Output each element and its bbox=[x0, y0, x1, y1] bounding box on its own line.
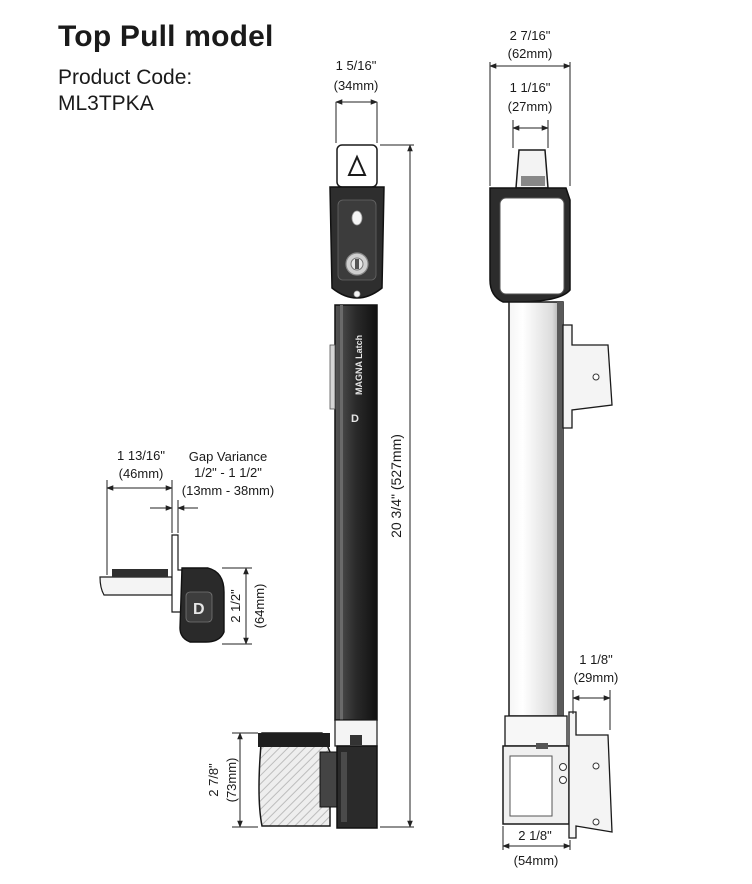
base-height-mm: (73mm) bbox=[224, 758, 239, 803]
side-knob-width-mm: (27mm) bbox=[508, 99, 553, 114]
detail-width-frac: 1 13/16" bbox=[117, 448, 165, 463]
side-base-width-mm: (54mm) bbox=[514, 853, 559, 868]
side-view bbox=[489, 149, 613, 839]
front-view: MAGNA Latch D bbox=[258, 144, 385, 829]
keyhole-icon bbox=[351, 210, 363, 226]
side-knob-width-frac: 1 1/16" bbox=[510, 80, 551, 95]
bracket-offset-frac: 1 1/8" bbox=[579, 652, 613, 667]
page-title: Top Pull model bbox=[58, 20, 274, 53]
gap-variance-frac: 1/2" - 1 1/2" bbox=[194, 465, 262, 480]
brand-label: MAGNA Latch bbox=[354, 335, 364, 395]
detail-height-mm: (64mm) bbox=[252, 584, 267, 629]
detail-logo-letter: D bbox=[193, 601, 205, 618]
overall-height-mm: (527mm) bbox=[388, 434, 404, 490]
front-top-cap bbox=[336, 144, 378, 188]
bracket-offset-mm: (29mm) bbox=[574, 670, 619, 685]
side-main-bar bbox=[508, 301, 564, 717]
side-base-width-frac: 2 1/8" bbox=[518, 828, 552, 843]
base-height-frac: 2 7/8" bbox=[206, 763, 221, 797]
side-top-width-frac: 2 7/16" bbox=[510, 28, 551, 43]
front-logo-letter: D bbox=[351, 413, 359, 425]
detail-view: D bbox=[99, 534, 225, 643]
side-top-bracket bbox=[562, 324, 613, 429]
detail-height-frac: 2 1/2" bbox=[228, 589, 243, 623]
dimension-lines bbox=[106, 62, 611, 850]
front-top-width-mm: (34mm) bbox=[334, 78, 379, 93]
side-bottom-bracket bbox=[568, 711, 613, 839]
detail-width-mm: (46mm) bbox=[119, 466, 164, 481]
triangle-icon bbox=[347, 154, 367, 176]
product-code-label: Product Code: bbox=[58, 66, 193, 89]
product-code-value: ML3TPKA bbox=[58, 92, 154, 115]
overall-height-label: 20 3/4" (527mm) bbox=[388, 434, 404, 538]
side-top-width-mm: (62mm) bbox=[508, 46, 553, 61]
dimension-labels: 1 5/16" (34mm) 2 7/16" (62mm) 1 1/16" (2… bbox=[117, 28, 618, 868]
gap-variance-mm: (13mm - 38mm) bbox=[182, 483, 274, 498]
indicator-dot-icon bbox=[353, 290, 361, 298]
front-top-width-frac: 1 5/16" bbox=[336, 58, 377, 73]
gap-variance-label: Gap Variance bbox=[189, 449, 268, 464]
overall-height-frac: 20 3/4" bbox=[388, 494, 404, 538]
